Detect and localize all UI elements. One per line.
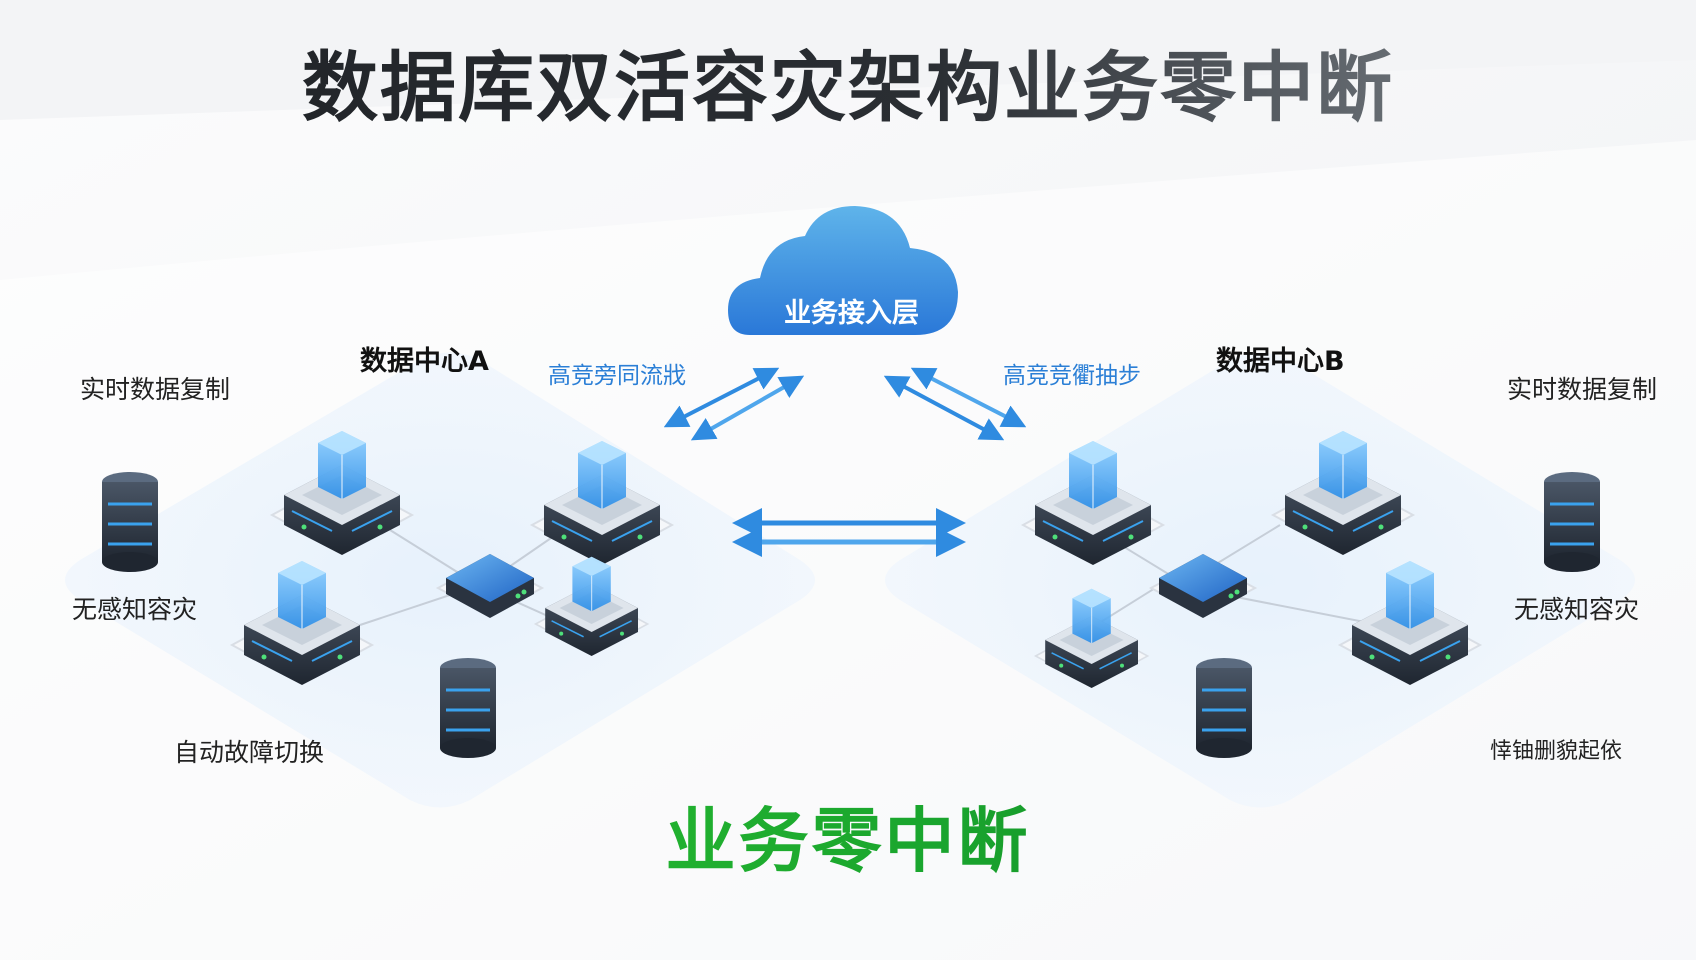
bottom-banner: 业务零中断	[0, 785, 1696, 886]
database-stack-b	[1194, 656, 1254, 760]
database-stack-a	[438, 656, 498, 760]
server-a1	[271, 430, 413, 556]
datacenter-b-title: 数据中心B	[1216, 346, 1345, 377]
page-title: 数据库双活容灾架构业务零中断	[0, 26, 1696, 136]
server-b1	[1022, 440, 1164, 566]
cloud-icon	[728, 206, 958, 335]
switch-b	[1150, 553, 1256, 619]
datacenter-a-title: 数据中心A	[360, 346, 489, 377]
arrow-cloud-to-dc-b	[883, 367, 1027, 441]
server-b4	[1339, 560, 1481, 686]
link-label-a: 高竞旁同流戕	[548, 363, 686, 389]
database-stack-b-side	[1542, 470, 1602, 574]
left-feature-2: 无感知容灾	[72, 595, 198, 624]
database-stack-a-side	[100, 470, 160, 574]
arrow-cloud-to-dc-a	[663, 367, 805, 441]
datacenter-a-panel	[65, 352, 815, 808]
right-feature-1: 实时数据复制	[1507, 375, 1658, 404]
left-feature-3: 自动故障切换	[174, 738, 325, 767]
server-a2	[531, 440, 673, 566]
server-a3	[231, 560, 373, 686]
right-feature-3: 悻铀删貌起依	[1490, 739, 1623, 764]
server-b2	[1272, 430, 1414, 556]
cloud-label: 业务接入层	[784, 298, 919, 329]
left-feature-1: 实时数据复制	[80, 375, 231, 404]
server-a4	[534, 555, 649, 657]
switch-a	[437, 553, 543, 619]
link-label-b: 高竞竞衢抽步	[1003, 363, 1141, 389]
right-feature-2: 无感知容灾	[1514, 595, 1640, 624]
arrow-dc-a-to-dc-b	[732, 508, 966, 557]
